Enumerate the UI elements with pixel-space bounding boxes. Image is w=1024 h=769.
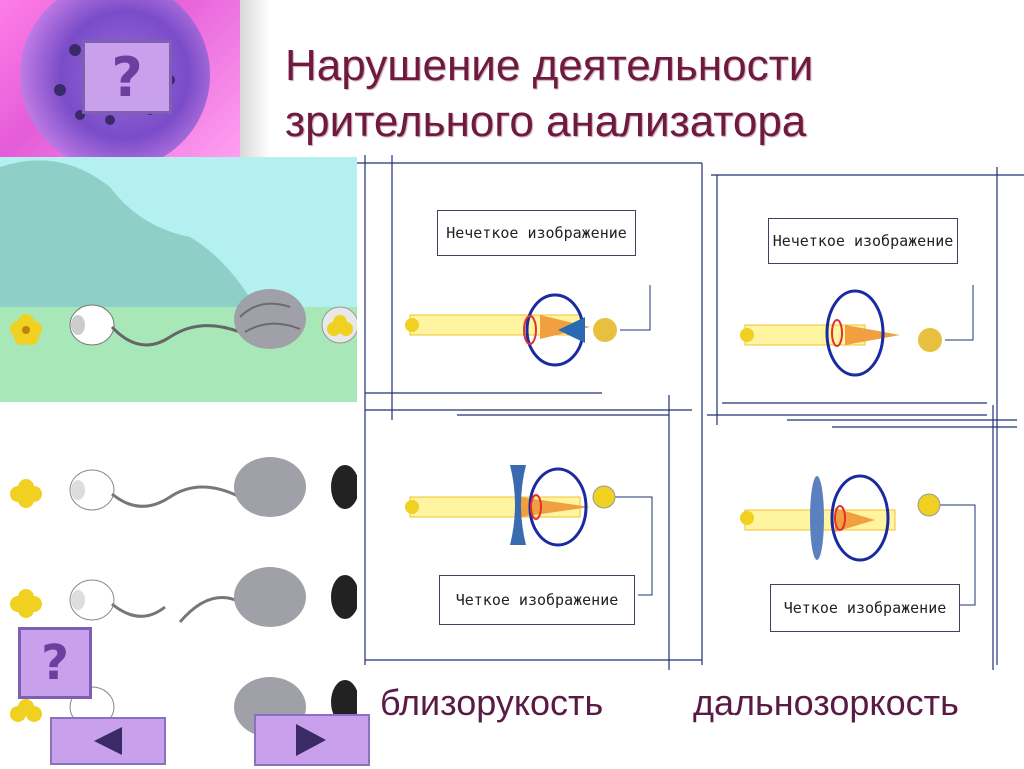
triangle-right-icon [296, 724, 326, 756]
hyperopia-blurry-caption: Нечеткое изображение [768, 218, 958, 264]
eye-brain-rows [10, 457, 357, 737]
caption-text: Четкое изображение [455, 591, 619, 609]
myopia-label: близорукость [380, 682, 604, 723]
question-icon: ? [111, 45, 143, 109]
hyperopia-corrected-diagram [740, 474, 976, 606]
back-button[interactable] [50, 717, 166, 765]
title-line-2: зрительного анализатора [285, 97, 807, 146]
hyperopia-label: дальнозоркость [693, 682, 959, 723]
myopia-corrected-diagram [405, 465, 653, 596]
caption-text: Нечеткое изображение [446, 224, 627, 242]
next-button[interactable] [254, 714, 370, 766]
title-line-1: Нарушение деятельности [285, 41, 814, 90]
eye-brain-animation [0, 157, 357, 402]
page-title: Нарушение деятельности зрительного анали… [285, 38, 1005, 150]
help-button-top[interactable]: ? [82, 40, 172, 114]
triangle-left-icon [94, 727, 122, 755]
caption-text: Нечеткое изображение [772, 232, 954, 250]
myopia-unaided-diagram [405, 285, 651, 367]
caption-text: Четкое изображение [783, 599, 947, 617]
myopia-blurry-caption: Нечеткое изображение [437, 210, 636, 256]
myopia-clear-caption: Четкое изображение [439, 575, 635, 625]
hyperopia-unaided-diagram [740, 285, 974, 377]
diagram-frame-lines [357, 155, 1024, 670]
corner-strip [240, 0, 270, 157]
question-icon: ? [41, 635, 69, 691]
flower-icon [10, 314, 42, 345]
help-button-bottom[interactable]: ? [18, 627, 92, 699]
hyperopia-clear-caption: Четкое изображение [770, 584, 960, 632]
